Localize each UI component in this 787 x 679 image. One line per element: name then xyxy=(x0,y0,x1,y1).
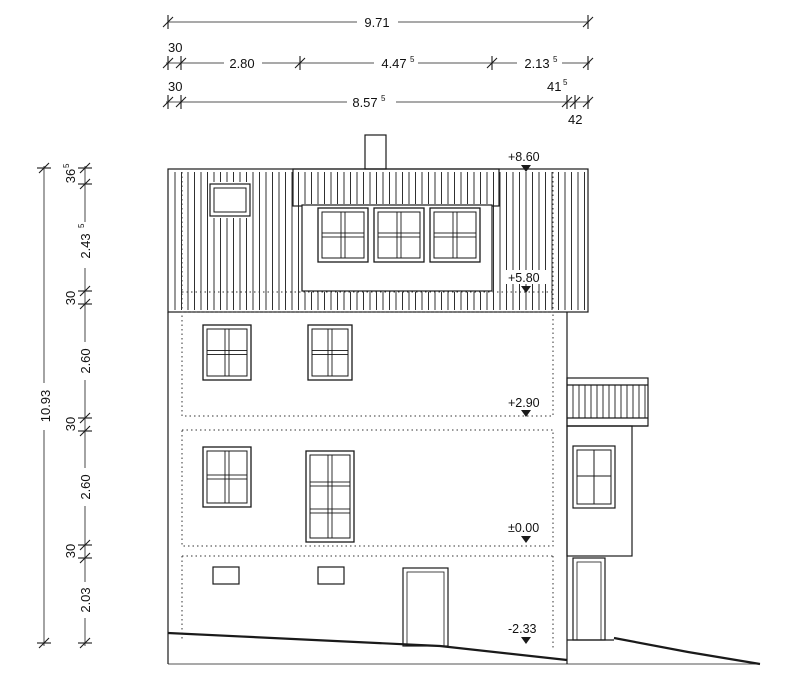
dim-top-row3-2-sup: 5 xyxy=(563,78,568,87)
dim-left-seg-1-sup: 5 xyxy=(77,223,86,228)
annex-door xyxy=(572,557,606,641)
dim-top-row2-3: 2.13 xyxy=(524,56,549,71)
level-marker-1: +5.80 xyxy=(506,270,546,293)
dim-top-total: 9.71 xyxy=(364,15,389,30)
dim-left-seg-0: 36 xyxy=(63,169,78,183)
level-marker-2: +2.90 xyxy=(508,396,540,417)
basement-vent-left xyxy=(212,566,240,585)
dim-top-row2-1: 2.80 xyxy=(229,56,254,71)
dim-left-seg-1: 2.43 xyxy=(78,233,93,258)
level-label-0: +8.60 xyxy=(508,150,540,164)
upper-window-right xyxy=(307,324,353,381)
level-marker-4: -2.33 xyxy=(508,622,537,644)
basement-vent-right xyxy=(317,566,345,585)
upper-window-left xyxy=(202,324,252,381)
side-annex xyxy=(566,377,649,641)
roof-cladding xyxy=(174,172,585,310)
dim-top-row2-2: 4.47 xyxy=(381,56,406,71)
basement-door xyxy=(402,567,449,647)
dim-top-row3-1-sup: 5 xyxy=(381,94,386,103)
dim-top-row2-3-sup: 5 xyxy=(553,55,558,64)
dim-top-row3-0: 30 xyxy=(168,79,182,94)
level-marker-3: ±0.00 xyxy=(508,521,539,543)
dim-left-seg-2: 30 xyxy=(63,291,78,305)
dim-left-seg-3: 2.60 xyxy=(78,348,93,373)
level-marker-0: +8.60 xyxy=(508,150,540,172)
windows xyxy=(202,207,481,543)
upper-floor-outline xyxy=(181,311,554,417)
ground-floor-outline xyxy=(181,429,554,547)
dim-left-total: 10.93 xyxy=(38,390,53,423)
dim-top-row3-2: 41 xyxy=(547,79,561,94)
dim-top-row3-3: 42 xyxy=(568,112,582,127)
level-label-1: +5.80 xyxy=(508,271,540,285)
terrain-line xyxy=(167,631,568,662)
dim-top-row2-2-sup: 5 xyxy=(410,55,415,64)
dim-left-seg-5: 2.60 xyxy=(78,474,93,499)
level-label-4: -2.33 xyxy=(508,622,537,636)
dormer-window-right xyxy=(429,207,481,263)
dormer-window-left xyxy=(317,207,369,263)
level-label-2: +2.90 xyxy=(508,396,540,410)
top-dimensions: 9.71 30 2.80 4.47 5 2.13 5 30 8.57 xyxy=(162,15,594,127)
dim-left-seg-6: 30 xyxy=(63,544,78,558)
dormer-window-center xyxy=(373,207,425,263)
dim-left-seg-0-sup: 5 xyxy=(62,163,71,168)
dim-left-seg-7: 2.03 xyxy=(78,587,93,612)
level-label-3: ±0.00 xyxy=(508,521,539,535)
terrain-line-right xyxy=(613,636,761,666)
dim-left-seg-4: 30 xyxy=(63,417,78,431)
dim-top-row2-0: 30 xyxy=(168,40,182,55)
level-markers: +8.60 +5.80 +2.90 ±0.00 -2.33 xyxy=(506,150,546,644)
left-dimensions: 10.93 36 5 2.43 5 30 2.60 30 2.60 30 2.0… xyxy=(37,162,93,649)
attic-window xyxy=(209,183,251,217)
ground-window-left xyxy=(202,446,252,508)
dim-top-row3-1: 8.57 xyxy=(352,95,377,110)
ground-window-tall xyxy=(305,450,355,543)
chimney xyxy=(364,134,387,170)
